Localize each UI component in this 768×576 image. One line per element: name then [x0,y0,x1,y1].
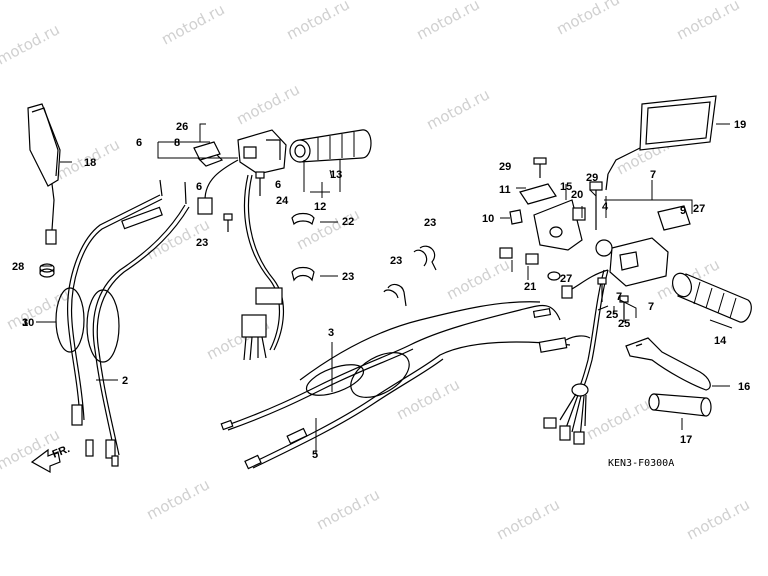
clutch-cables [220,301,591,470]
part-number-label: 17 [680,434,692,446]
left-switch-housing [193,129,287,361]
part-number-label: 27 [560,273,572,285]
part-number-label: 6 [196,181,202,193]
part-number-label: 6 [275,179,281,191]
right-switch-harness [543,269,609,445]
right-mirror [605,95,717,191]
throttle-cables [55,179,190,467]
part-number-label: 14 [714,335,727,347]
part-number-label: 10 [482,213,494,225]
part-number-label: 3 [328,327,334,339]
left-switch-screws [223,171,265,232]
diagram-code: KEN3-F0300A [608,458,674,469]
part-number-label: 21 [524,281,536,293]
left-mirror [27,103,72,245]
watermark: motod.ru [143,475,212,523]
watermark: motod.ru [443,255,512,303]
part-number-label: 7 [648,301,654,313]
watermark: motod.ru [553,0,622,39]
part-number-label: 25 [618,318,630,330]
part-number-label: 22 [342,216,354,228]
part-number-label: 23 [424,217,436,229]
part-number-label: 29 [586,172,598,184]
part-number-label: 27 [693,203,705,215]
part-number-label: 23 [342,271,354,283]
part-number-label: 25 [606,309,618,321]
part-number-label: 23 [390,255,402,267]
watermark: motod.ru [673,0,742,44]
watermark: motod.ru [233,80,302,128]
watermark: motod.ru [313,485,382,533]
part-number-label: 30 [22,317,34,329]
part-number-label: 18 [84,157,96,169]
right-grip [671,272,752,323]
part-number-label: 9 [680,205,686,217]
part-number-label: 8 [174,137,180,149]
brake-lever [625,337,711,391]
watermark: motod.ru [0,20,63,68]
watermark: motod.ru [393,375,462,423]
part-number-label: 15 [560,181,572,193]
part-number-label: 5 [312,449,318,461]
watermark: motod.ru [423,85,492,133]
part-number-label: 7 [616,291,622,303]
part-number-label: 6 [136,137,142,149]
part-number-label: 1 [22,317,28,329]
lever-cover [648,393,712,417]
part-number-label: 12 [314,201,326,213]
watermark: motod.ru [493,495,562,543]
part-number-label: 13 [330,169,342,181]
part-number-label: 2 [122,375,128,387]
part-number-label: 4 [602,201,609,213]
watermark: motod.ru [293,205,362,253]
part-number-label: 26 [176,121,188,133]
leader-lines [36,123,733,454]
right-lever-bracket [499,157,586,281]
left-grip [289,129,372,163]
part-number-label: 29 [499,161,511,173]
part-number-label: 23 [196,237,208,249]
part-number-label: 28 [12,261,24,273]
part-number-label: 19 [734,119,746,131]
watermark: motod.ru [158,0,227,48]
watermark: motod.ru [683,495,752,543]
part-number-label: 7 [650,169,656,181]
watermark: motod.ru [583,395,652,443]
watermark: motod.ru [413,0,482,44]
part-number-label: 24 [276,195,289,207]
right-switch-housing [589,181,691,322]
part-number-label: 11 [499,184,511,196]
cable-clamps [291,212,437,307]
part-number-label: 20 [571,189,583,201]
watermark: motod.ru [283,0,352,44]
part-number-label: 16 [738,381,750,393]
